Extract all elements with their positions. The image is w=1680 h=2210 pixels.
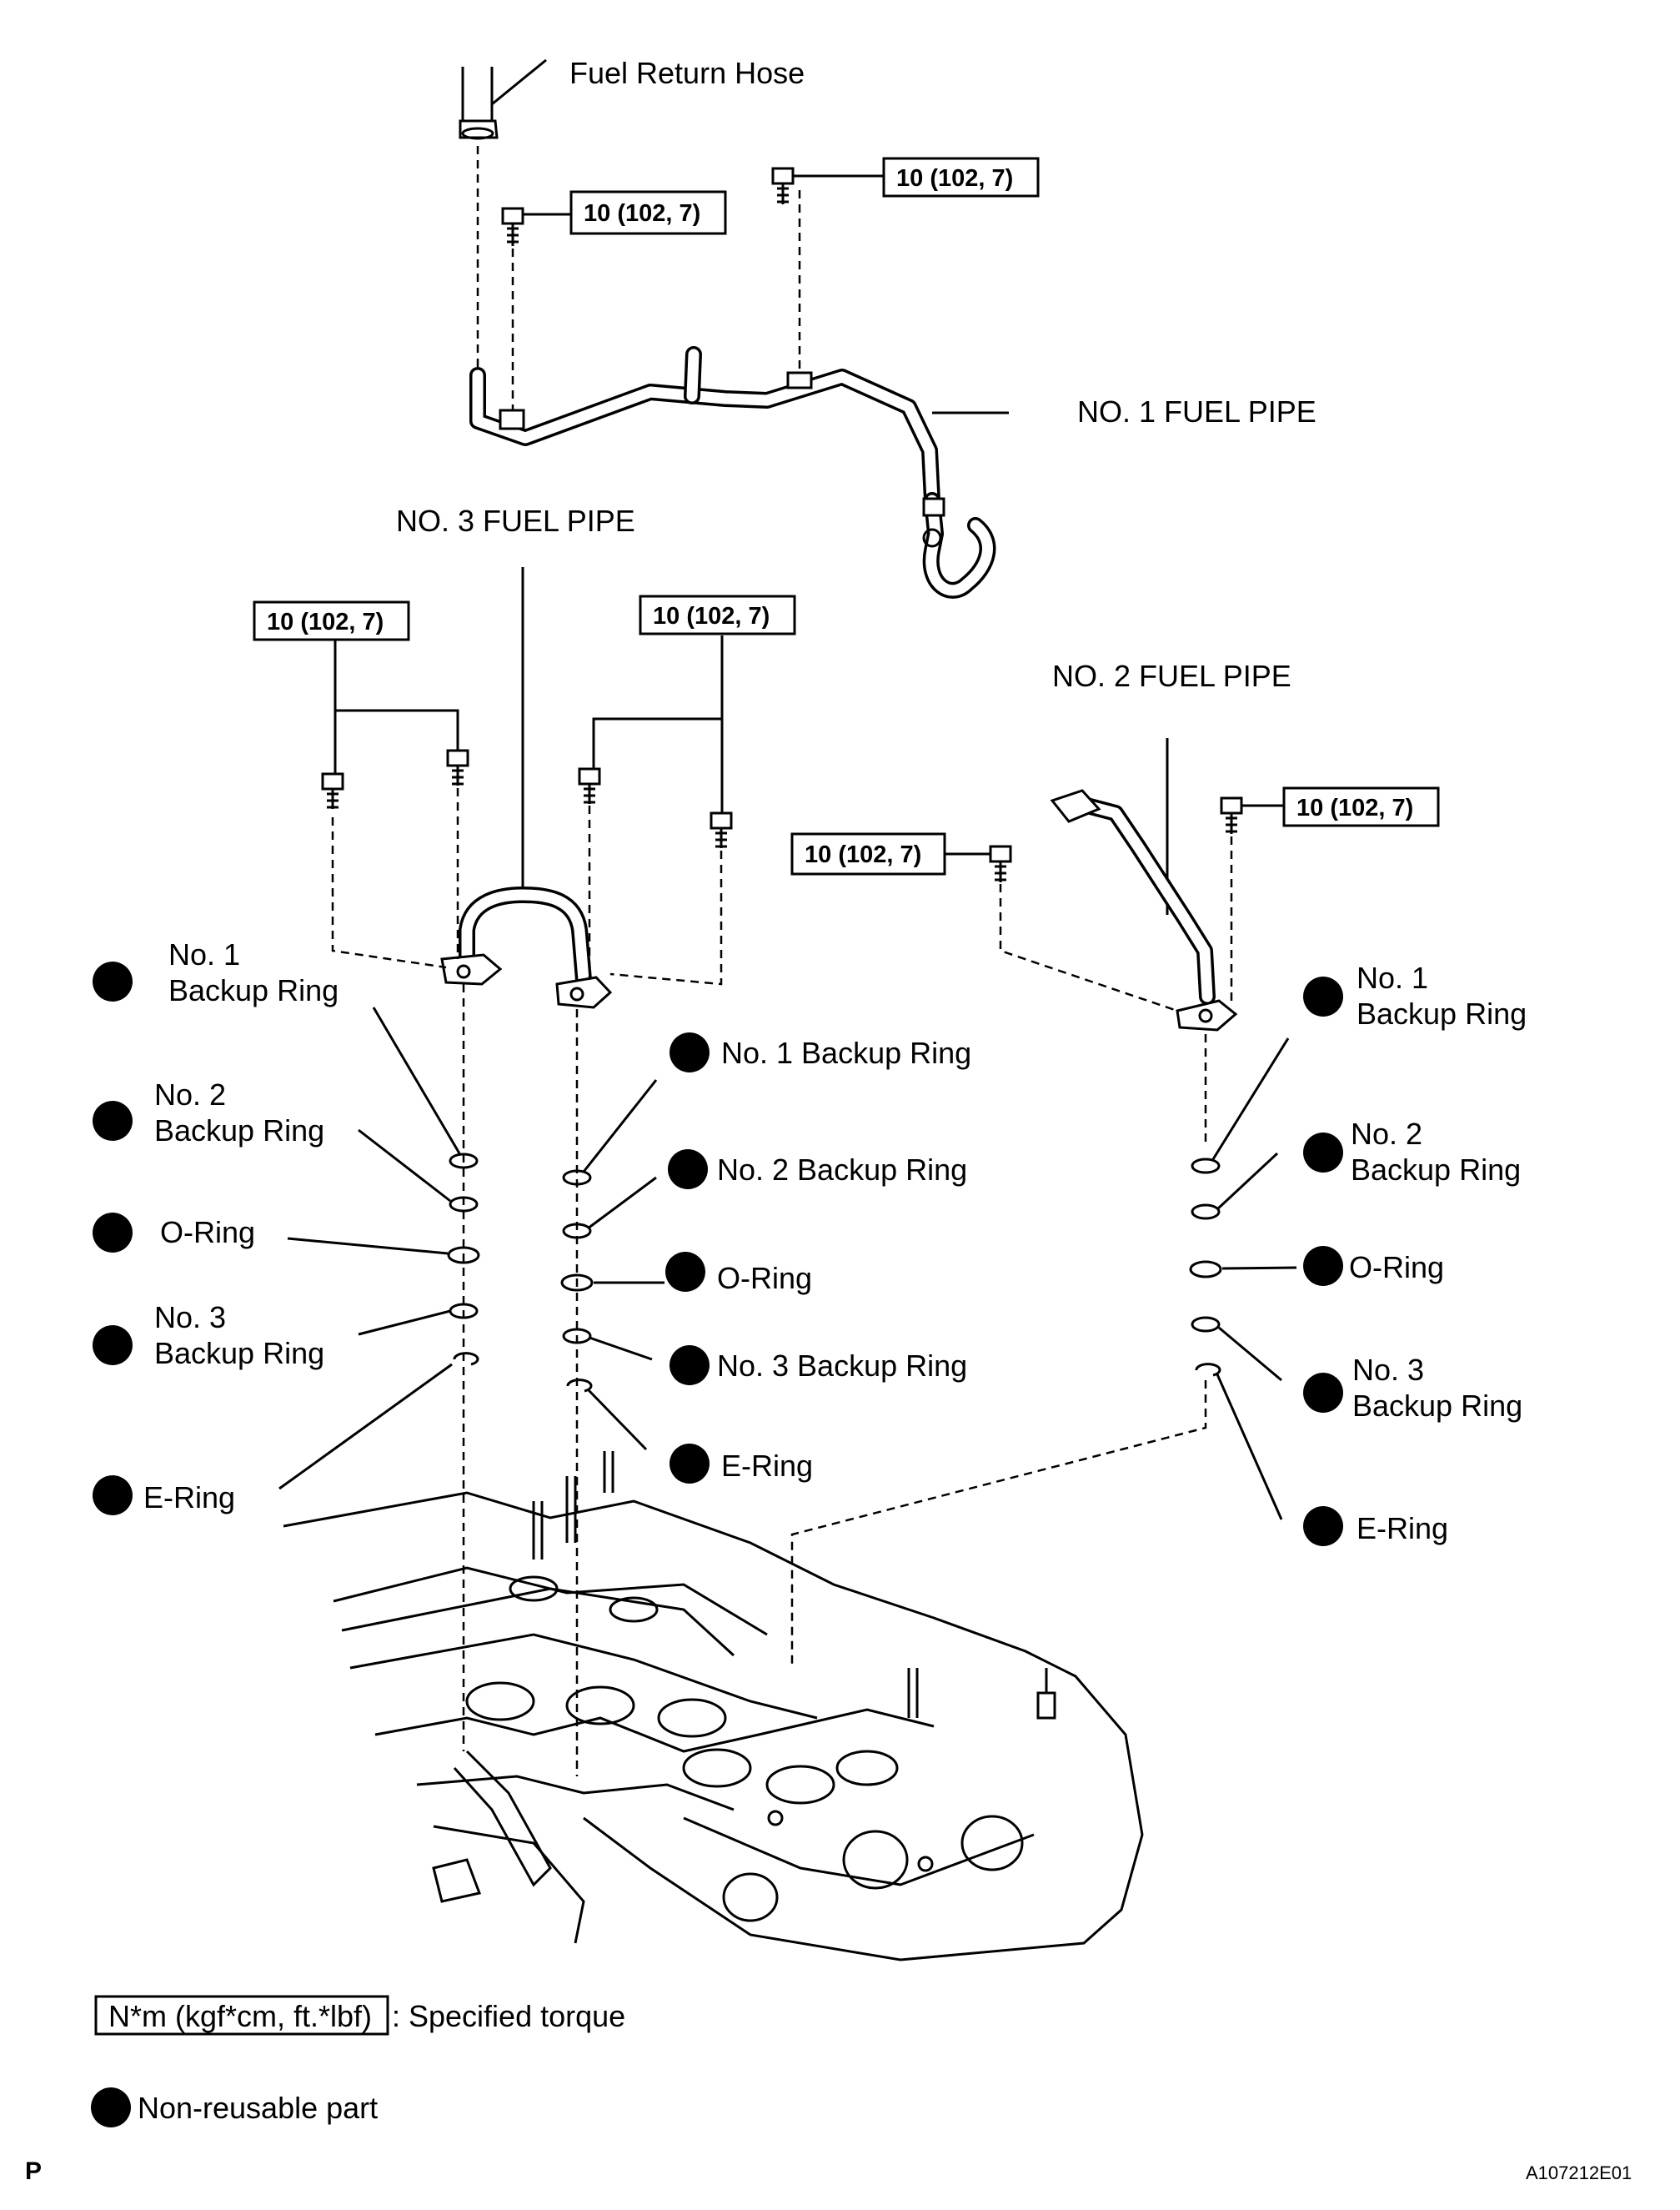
svg-text:10 (102, 7): 10 (102, 7) — [584, 200, 700, 227]
bolt-icon — [945, 845, 1012, 882]
no3-fuel-pipe-label: NO. 3 FUEL PIPE — [396, 504, 635, 538]
bolt-icon — [446, 749, 469, 786]
torque-box: 10 (102, 7) — [1282, 786, 1440, 827]
no1-fuel-pipe-label: NO. 1 FUEL PIPE — [1077, 394, 1316, 429]
page-letter: P — [25, 2157, 42, 2185]
left-no2-label-line2: Backup Ring — [154, 1113, 324, 1148]
legend-torque-box-label: N*m (kgf*cm, ft.*lbf) — [108, 1999, 372, 2033]
bolt-icon — [501, 207, 571, 410]
non-reusable-marker-icon — [93, 1213, 133, 1253]
ring-stack-right — [1189, 1158, 1222, 1377]
non-reusable-marker-icon — [93, 1475, 133, 1515]
ring-stack-center — [560, 1169, 594, 1393]
left-oring-label: O-Ring — [160, 1215, 255, 1249]
non-reusable-marker-icon — [1303, 1373, 1343, 1413]
figure-code: A107212E01 — [1526, 2162, 1632, 2183]
svg-text:10 (102, 7): 10 (102, 7) — [653, 603, 770, 630]
non-reusable-marker-icon — [93, 962, 133, 1002]
non-reusable-marker-icon — [1303, 1246, 1343, 1286]
right-ering-label: E-Ring — [1357, 1511, 1448, 1545]
left-ering-label: E-Ring — [143, 1480, 235, 1514]
torque-box: 10 (102, 7) — [790, 832, 946, 876]
legend-torque: N*m (kgf*cm, ft.*lbf) : Specified torque — [94, 1995, 625, 2036]
right-no1-label-line1: No. 1 — [1357, 961, 1428, 995]
left-no3-label-line2: Backup Ring — [154, 1336, 324, 1370]
bolt-icon — [1220, 796, 1284, 834]
legend-torque-text: : Specified torque — [392, 1999, 625, 2033]
left-no3-label-line1: No. 3 — [154, 1300, 226, 1334]
fuel-return-hose — [459, 58, 547, 371]
right-no2-label-line1: No. 2 — [1351, 1117, 1422, 1151]
legend-non-reusable: Non-reusable part — [91, 2087, 378, 2127]
no1-fuel-pipe — [469, 346, 1009, 599]
non-reusable-marker-icon — [665, 1252, 705, 1292]
non-reusable-marker-icon — [1303, 1506, 1343, 1546]
non-reusable-marker-icon — [93, 1101, 133, 1141]
non-reusable-marker-icon — [669, 1032, 710, 1072]
bolt-icon — [578, 767, 601, 804]
no2-fuel-pipe-label: NO. 2 FUEL PIPE — [1052, 659, 1291, 693]
torque-box: 10 (102, 7) — [882, 157, 1040, 198]
torque-box: 10 (102, 7) — [639, 595, 796, 635]
right-no3-label-line1: No. 3 — [1352, 1353, 1424, 1387]
right-no2-label-line2: Backup Ring — [1351, 1153, 1521, 1187]
non-reusable-marker-icon — [1303, 977, 1343, 1017]
center-no1-label: No. 1 Backup Ring — [721, 1036, 971, 1070]
bolt-icon — [710, 811, 733, 848]
bolt-icon — [321, 772, 344, 809]
bolt-icon — [771, 167, 884, 373]
svg-text:10 (102, 7): 10 (102, 7) — [805, 841, 921, 868]
left-no2-label-line1: No. 2 — [154, 1077, 226, 1112]
torque-box: 10 (102, 7) — [253, 600, 410, 641]
svg-text:10 (102, 7): 10 (102, 7) — [896, 165, 1013, 192]
left-no1-label-line1: No. 1 — [168, 937, 240, 972]
center-no3-label: No. 3 Backup Ring — [717, 1349, 967, 1383]
fuel-return-hose-label: Fuel Return Hose — [569, 56, 805, 90]
non-reusable-marker-icon — [91, 2087, 131, 2127]
left-no1-label-line2: Backup Ring — [168, 973, 339, 1007]
non-reusable-marker-icon — [668, 1149, 708, 1189]
svg-text:10 (102, 7): 10 (102, 7) — [1296, 795, 1413, 821]
non-reusable-marker-icon — [1303, 1133, 1343, 1173]
torque-box: 10 (102, 7) — [569, 190, 727, 235]
no3-fuel-pipe — [440, 887, 613, 1009]
legend-non-reusable-text: Non-reusable part — [138, 2091, 378, 2125]
svg-text:10 (102, 7): 10 (102, 7) — [267, 609, 384, 635]
no2-fuel-pipe — [1050, 789, 1238, 1032]
center-no2-label: No. 2 Backup Ring — [717, 1153, 967, 1187]
right-oring-label: O-Ring — [1349, 1250, 1444, 1284]
non-reusable-marker-icon — [669, 1345, 710, 1385]
center-oring-label: O-Ring — [717, 1261, 812, 1295]
engine-intake-illustration — [283, 1451, 1144, 1961]
right-no3-label-line2: Backup Ring — [1352, 1389, 1522, 1423]
right-no1-label-line2: Backup Ring — [1357, 997, 1527, 1031]
center-ering-label: E-Ring — [721, 1449, 813, 1483]
non-reusable-marker-icon — [93, 1325, 133, 1365]
non-reusable-marker-icon — [669, 1444, 710, 1484]
